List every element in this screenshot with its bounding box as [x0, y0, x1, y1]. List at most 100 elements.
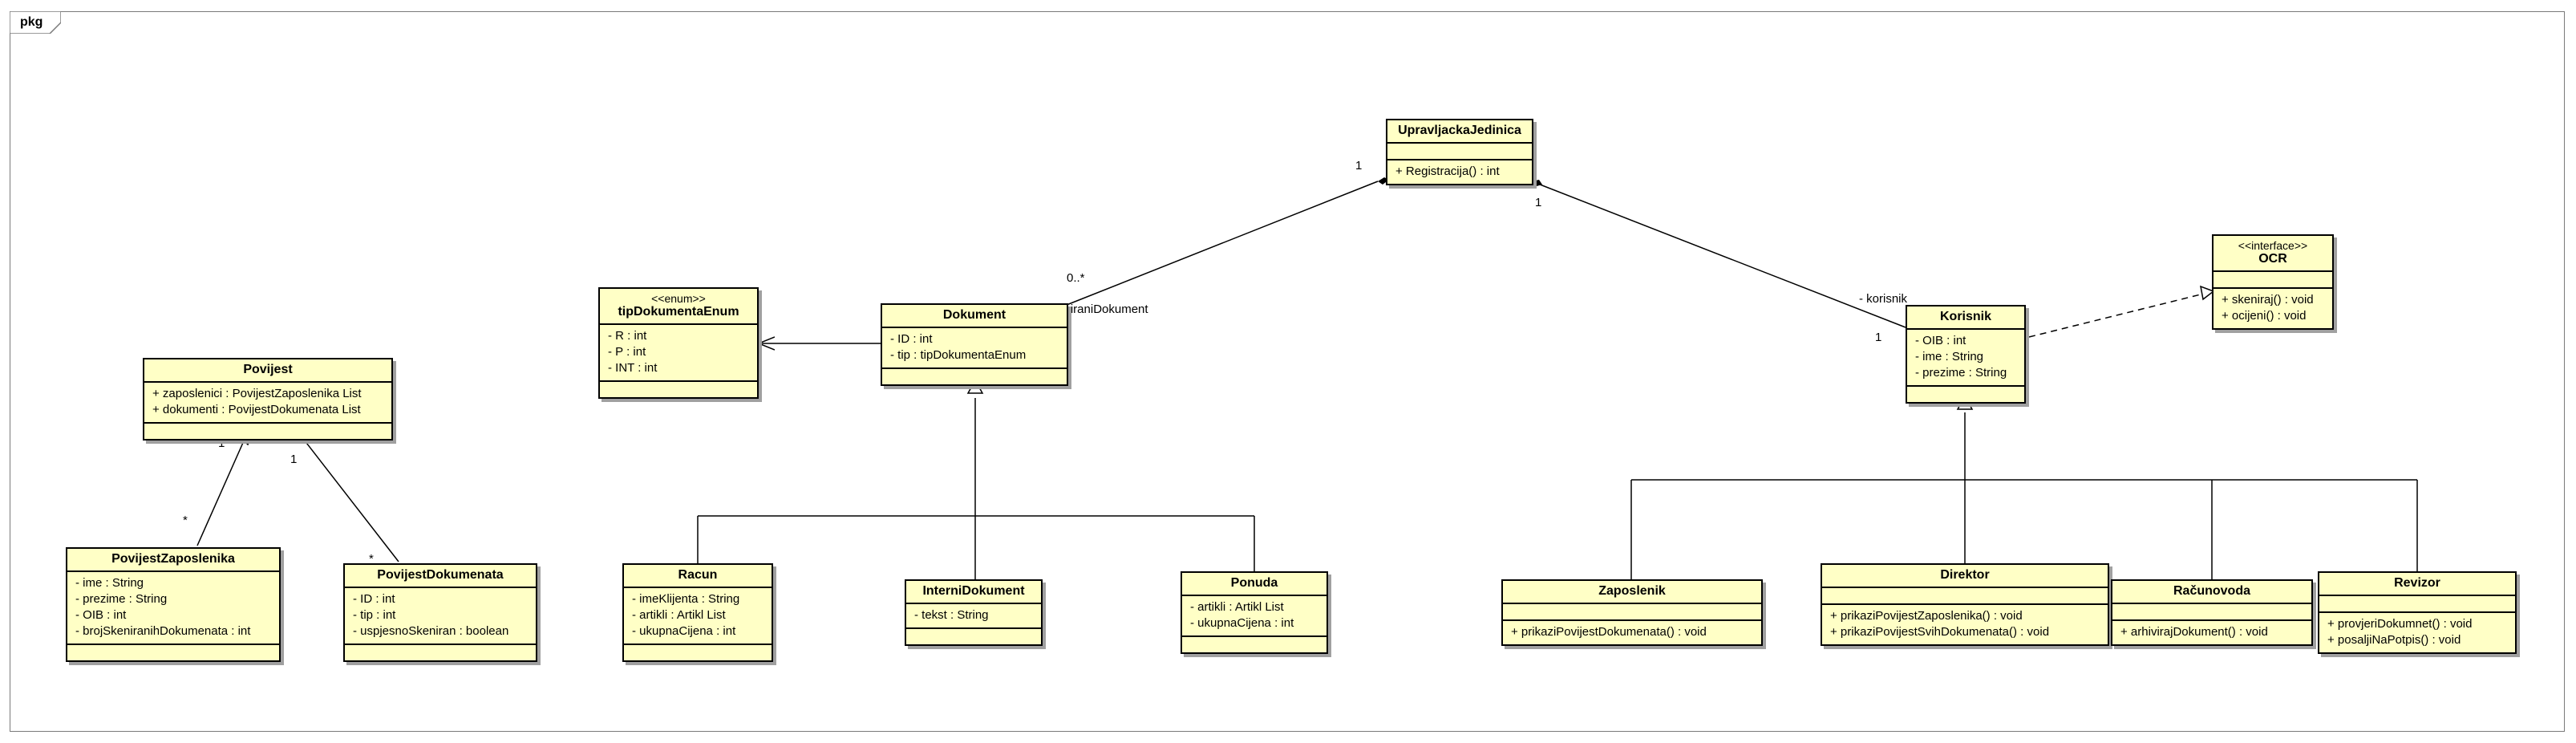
class-attribute: - ID : int: [890, 332, 933, 346]
class-name: UpravljackaJedinica: [1398, 124, 1521, 137]
class-revizor[interactable]: Revizor + provjeriDokumnet() : void+ posa…: [2318, 571, 2517, 654]
class-operation: + posaljiNaPotpis() : void: [2327, 633, 2461, 647]
attributes-compartment: - ID : int- tip : tipDokumentaEnum: [882, 328, 1067, 369]
povijest-zaposlenika-multiplicity-top: 1: [218, 436, 225, 450]
uj-dokument-multiplicity-top: 1: [1355, 159, 1363, 173]
attributes-compartment: - ime : String- prezime : String- OIB : …: [67, 572, 279, 645]
class-operation: + skeniraj() : void: [2222, 293, 2314, 307]
operations-compartment: [882, 369, 1067, 384]
operations-compartment: [600, 382, 757, 397]
class-upravljacka-jedinica[interactable]: UpravljackaJedinica + Registracija() : in…: [1386, 119, 1533, 185]
class-attribute: - INT : int: [608, 361, 658, 375]
class-header: PovijestDokumenata: [345, 565, 536, 588]
class-attribute: - ukupnaCijena : int: [632, 624, 736, 638]
class-header: Zaposlenik: [1503, 581, 1761, 604]
class-name: PovijestZaposlenika: [111, 552, 235, 566]
attributes-compartment: - OIB : int - ime : String - prezime : Str…: [1907, 330, 2024, 387]
operations-compartment: [624, 645, 772, 660]
class-name: Povijest: [243, 363, 293, 376]
operations-compartment: + prikaziPovijestDokumenata() : void: [1503, 621, 1761, 644]
class-operation: + Registracija() : int: [1395, 164, 1500, 178]
class-attribute: - prezime : String: [75, 592, 168, 606]
aggregation-line-povijest-dokumenata: [303, 439, 399, 562]
class-direktor[interactable]: Direktor + prikaziPovijestZaposlenika() :…: [1821, 563, 2109, 646]
class-ocr-interface[interactable]: <<interface>>OCR + skeniraj() : void+ oci…: [2212, 234, 2334, 330]
composition-line-korisnik: [1531, 181, 1906, 328]
attributes-compartment: [2319, 596, 2515, 613]
class-attribute: - prezime : String: [1915, 366, 2007, 380]
class-name: Korisnik: [1939, 310, 1991, 323]
class-attribute: - P : int: [608, 345, 646, 359]
class-dokument[interactable]: Dokument- ID : int- tip : tipDokumentaEn…: [881, 303, 1068, 386]
attributes-compartment: [1503, 604, 1761, 621]
class-name: tipDokumentaEnum: [618, 305, 739, 319]
class-attribute: - brojSkeniranihDokumenata : int: [75, 624, 251, 638]
uj-korisnik-multiplicity-top: 1: [1535, 196, 1542, 209]
operations-compartment: + prikaziPovijestZaposlenika() : void+ p…: [1822, 605, 2108, 644]
class-interni-dokument[interactable]: InterniDokument - tekst : String: [905, 579, 1043, 646]
operations-compartment: [345, 645, 536, 660]
attributes-compartment: + zaposlenici : PovijestZaposlenika List…: [144, 383, 391, 424]
operations-compartment: + provjeriDokumnet() : void+ posaljiNaPo…: [2319, 613, 2515, 652]
attributes-compartment: [1822, 588, 2108, 605]
class-attribute: - ime : String: [1915, 350, 1984, 363]
class-tip-dokumenta-enum[interactable]: <<enum>>tipDokumentaEnum - R : int - P : i…: [598, 287, 759, 399]
class-attribute: - tekst : String: [914, 608, 989, 622]
class-attribute: - tip : int: [353, 608, 396, 622]
class-name: Ponuda: [1230, 576, 1278, 590]
attributes-compartment: - artikli : Artikl List- ukupnaCijena : …: [1182, 596, 1326, 637]
attributes-compartment: [2213, 272, 2332, 289]
class-attribute: - artikli : Artikl List: [632, 608, 726, 622]
class-name: Revizor: [2394, 576, 2440, 590]
class-name: Direktor: [1940, 568, 1990, 582]
class-ponuda[interactable]: Ponuda - artikli : Artikl List- ukupnaCij…: [1181, 571, 1328, 654]
class-header: PovijestZaposlenika: [67, 549, 279, 572]
operations-compartment: [144, 424, 391, 439]
class-name: InterniDokument: [922, 584, 1025, 598]
class-zaposlenik[interactable]: Zaposlenik + prikaziPovijestDokumenata() …: [1501, 579, 1763, 646]
povijest-zaposlenika-multiplicity-bottom: *: [183, 514, 188, 527]
class-racunovoda[interactable]: Računovoda+ arhivirajDokument() : void: [2111, 579, 2313, 646]
class-header: <<enum>>tipDokumentaEnum: [600, 289, 757, 325]
class-header: Direktor: [1822, 565, 2108, 588]
class-name: OCR: [2258, 252, 2287, 266]
class-attribute: - OIB : int: [1915, 334, 1966, 347]
operations-compartment: [906, 629, 1041, 644]
class-attribute: - ukupnaCijena : int: [1190, 616, 1294, 630]
class-operation: + arhivirajDokument() : void: [2120, 625, 2268, 639]
class-attribute: - uspjesnoSkeniran : boolean: [353, 624, 509, 638]
class-povijest-dokumenata[interactable]: PovijestDokumenata- ID : int- tip : int-…: [343, 563, 537, 662]
uj-korisnik-multiplicity-bottom: 1: [1875, 331, 1882, 344]
class-header: Ponuda: [1182, 573, 1326, 596]
class-operation: + prikaziPovijestZaposlenika() : void: [1830, 609, 2023, 623]
class-attribute: - ID : int: [353, 592, 395, 606]
class-header: Dokument: [882, 305, 1067, 328]
class-name: Zaposlenik: [1598, 584, 1666, 598]
package-label: pkg: [20, 15, 43, 29]
class-header: <<interface>>OCR: [2213, 236, 2332, 272]
class-attribute: - R : int: [608, 329, 647, 343]
class-korisnik[interactable]: Korisnik - OIB : int - ime : String - prezi…: [1906, 305, 2026, 404]
class-name: Racun: [678, 568, 718, 582]
class-header: InterniDokument: [906, 581, 1041, 604]
operations-compartment: + skeniraj() : void+ ocijeni() : void: [2213, 289, 2332, 328]
dokument-generalization-arrowhead: [966, 379, 984, 394]
class-povijest-zaposlenika[interactable]: PovijestZaposlenika - ime : String- prezi…: [66, 547, 281, 662]
attributes-compartment: - ID : int - tip : int - uspjesnoSkeniran …: [345, 588, 536, 645]
aggregation-line-povijest-zaposlenika: [196, 436, 246, 546]
class-header: UpravljackaJedinica: [1387, 120, 1532, 144]
attributes-compartment: - imeKlijenta : String - artikli : Artikl…: [624, 588, 772, 645]
operations-compartment: + arhivirajDokument() : void: [2112, 621, 2311, 644]
class-povijest[interactable]: Povijest + zaposlenici : PovijestZaposlen…: [143, 358, 393, 441]
class-stereotype: <<enum>>: [651, 292, 706, 305]
package-tab: [10, 11, 61, 34]
operations-compartment: [67, 645, 279, 660]
class-header: Racun: [624, 565, 772, 588]
class-attribute: - imeKlijenta : String: [632, 592, 740, 606]
operations-compartment: [1907, 387, 2024, 402]
operations-compartment: [1182, 637, 1326, 652]
class-header: Povijest: [144, 359, 391, 383]
class-racun[interactable]: Racun - imeKlijenta : String - artikli : A…: [622, 563, 773, 662]
composition-line-dokument: [1066, 181, 1379, 306]
